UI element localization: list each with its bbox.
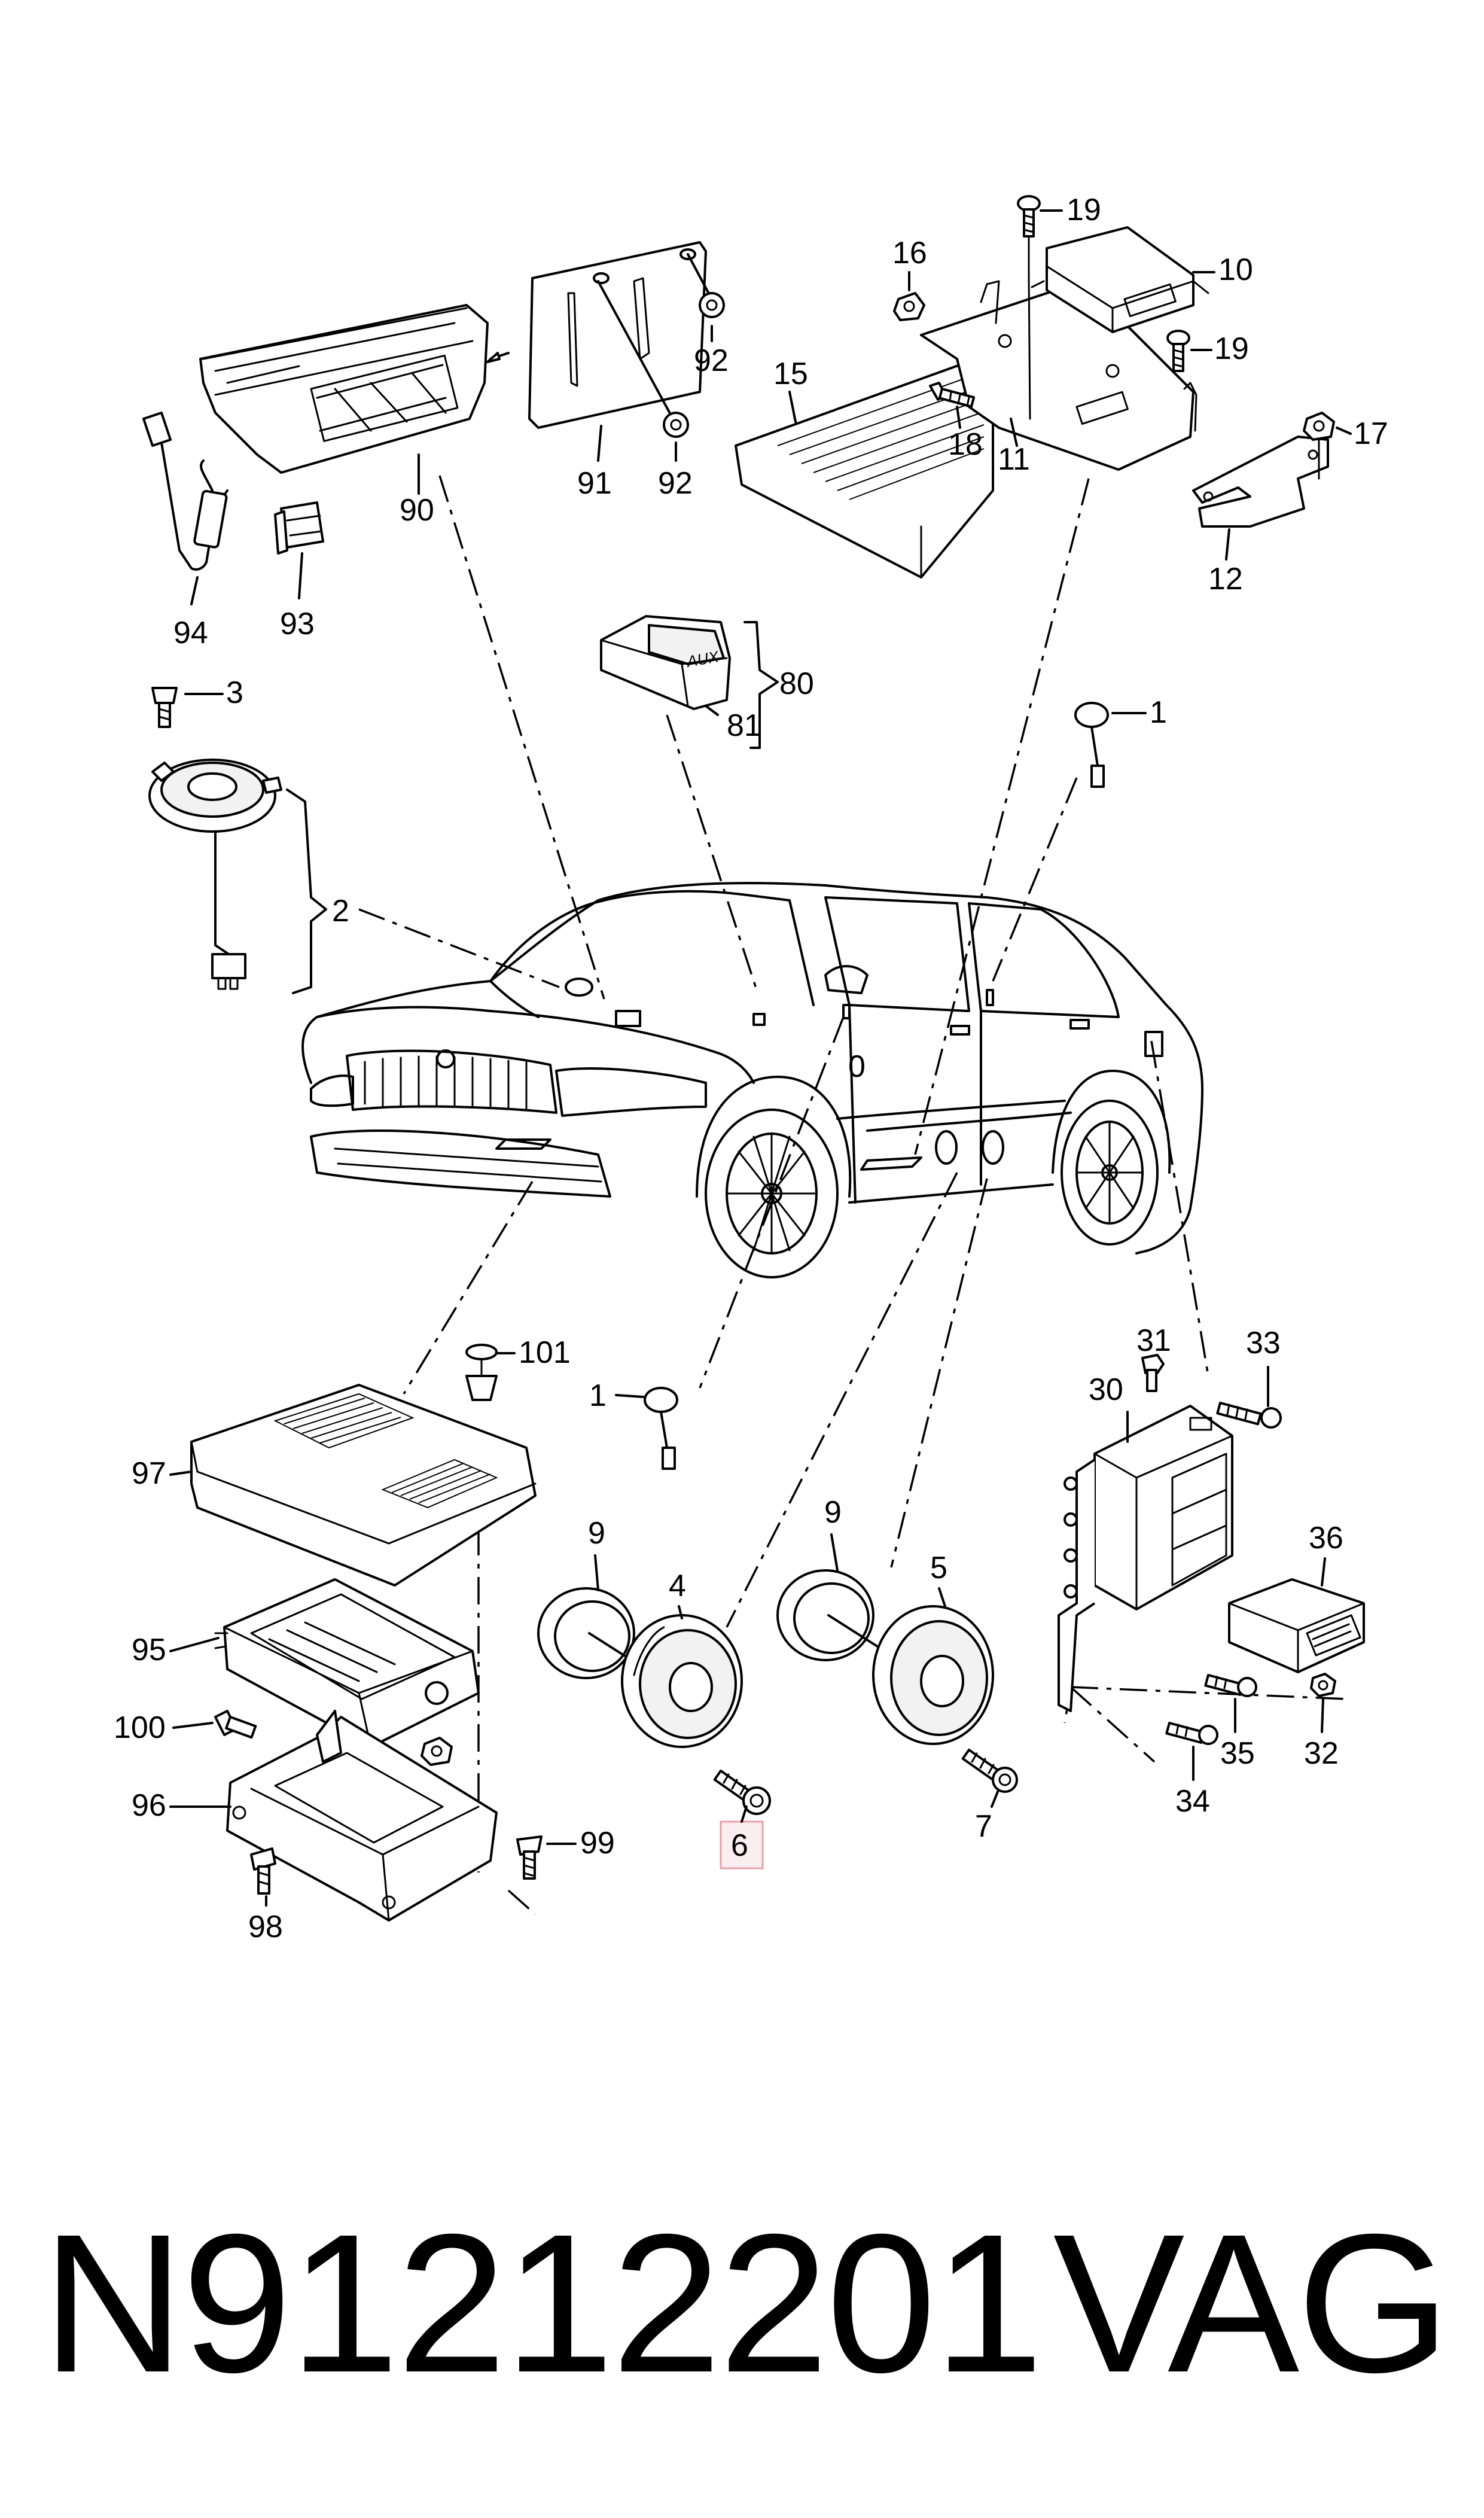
callout-81: 81 (727, 708, 761, 743)
bracket-80 (743, 621, 779, 749)
callout-10: 10 (1218, 252, 1253, 287)
parts-diagram: 0 90 94 93 91 (114, 193, 1388, 1944)
callout-92-lower: 92 (658, 466, 693, 501)
speaker-part-4 (621, 1614, 743, 1748)
callout-97: 97 (132, 1456, 166, 1491)
footer: N91212201 VAG (0, 2184, 1484, 2435)
callout-31: 31 (1136, 1323, 1171, 1358)
callout-1-upper: 1 (1150, 695, 1167, 730)
screw-part-19-upper (1017, 195, 1041, 420)
callout-101: 101 (519, 1335, 571, 1370)
screw-part-100 (214, 1710, 257, 1739)
callout-94: 94 (173, 616, 208, 650)
nut-part-16 (893, 292, 925, 321)
car-illustration: 0 (301, 882, 1203, 1278)
part-number: N91212201 (42, 2193, 1044, 2413)
bracket-part-12 (1192, 436, 1329, 528)
callout-9-right: 9 (824, 1495, 842, 1530)
callout-17: 17 (1354, 416, 1388, 451)
callout-1-lower: 1 (589, 1378, 607, 1413)
callout-5: 5 (930, 1551, 947, 1585)
callout-15: 15 (773, 357, 808, 391)
speaker-part-5 (872, 1605, 994, 1745)
sensor-part-1-lower (644, 1387, 678, 1470)
callout-98: 98 (248, 1910, 283, 1944)
screw-part-99 (516, 1835, 543, 1880)
callout-19-lower: 19 (1214, 331, 1249, 366)
module-part-95 (214, 1578, 480, 1748)
nut-part-92-upper (699, 292, 725, 318)
screw-part-3 (151, 687, 178, 728)
callout-4: 4 (669, 1569, 686, 1603)
callout-11: 11 (998, 442, 1030, 477)
trim-ring-part-9-right (776, 1569, 895, 1661)
callout-30: 30 (1089, 1372, 1123, 1407)
callout-3: 3 (226, 675, 243, 710)
callout-18: 18 (948, 427, 983, 462)
cover-part-97 (190, 1384, 537, 1587)
callout-100: 100 (114, 1710, 166, 1745)
speaker-part-2 (148, 759, 282, 990)
callout-16: 16 (892, 236, 927, 270)
callout-2: 2 (332, 894, 349, 928)
nut-part-92-lower (663, 412, 689, 438)
screw-part-18 (929, 382, 976, 408)
car-door-mark: 0 (848, 1049, 866, 1084)
clip-part-31 (1141, 1354, 1165, 1392)
bracket-2 (286, 788, 327, 994)
screw-part-6 (713, 1770, 771, 1815)
screw-part-19-lower (1166, 330, 1190, 372)
callout-99: 99 (580, 1826, 615, 1861)
callout-12: 12 (1208, 562, 1243, 596)
callout-80: 80 (779, 666, 814, 701)
callout-32: 32 (1304, 1736, 1339, 1771)
callout-34: 34 (1175, 1784, 1210, 1819)
callout-19-upper: 19 (1066, 193, 1101, 227)
nut-part-17 (1303, 412, 1335, 480)
aux-socket-part-81: AUX (600, 615, 731, 710)
trim-ring-part-9-left (537, 1587, 656, 1679)
screw-part-98 (250, 1847, 276, 1895)
callout-91: 91 (577, 466, 612, 501)
screw-part-35 (1204, 1674, 1257, 1697)
media-unit-part-36 (1228, 1578, 1365, 1673)
nut-part-32 (1310, 1673, 1336, 1697)
callout-33: 33 (1246, 1326, 1281, 1360)
holder-part-30 (1058, 1405, 1233, 1712)
nut-part-96-top (420, 1737, 453, 1766)
screw-part-33 (1216, 1402, 1282, 1429)
callout-6: 6 (731, 1828, 748, 1863)
callout-9-left: 9 (588, 1516, 605, 1551)
brand-name: VAG (1053, 2193, 1451, 2413)
leader-lines (403, 475, 1346, 1916)
callout-7: 7 (975, 1809, 992, 1844)
cable-part-94 (142, 412, 228, 571)
callout-35: 35 (1220, 1736, 1255, 1771)
grille (364, 1055, 528, 1112)
radio-unit-part-90 (199, 304, 510, 474)
connector-part-93 (274, 501, 324, 555)
callout-96: 96 (132, 1788, 166, 1823)
bracket-part-96 (226, 1710, 498, 1922)
cover-plate-part-91 (528, 241, 713, 429)
callout-95: 95 (132, 1633, 166, 1667)
callout-92-upper: 92 (694, 343, 729, 378)
clip-part-101 (465, 1344, 498, 1401)
sensor-part-1-upper (1074, 702, 1109, 788)
callout-90: 90 (400, 493, 434, 528)
amplifier-part-15 (735, 352, 994, 578)
callout-36: 36 (1309, 1521, 1343, 1555)
control-module-part-10 (1031, 226, 1209, 333)
screw-part-34 (1165, 1721, 1218, 1745)
screw-part-7 (961, 1749, 1018, 1793)
callout-93: 93 (280, 607, 315, 641)
